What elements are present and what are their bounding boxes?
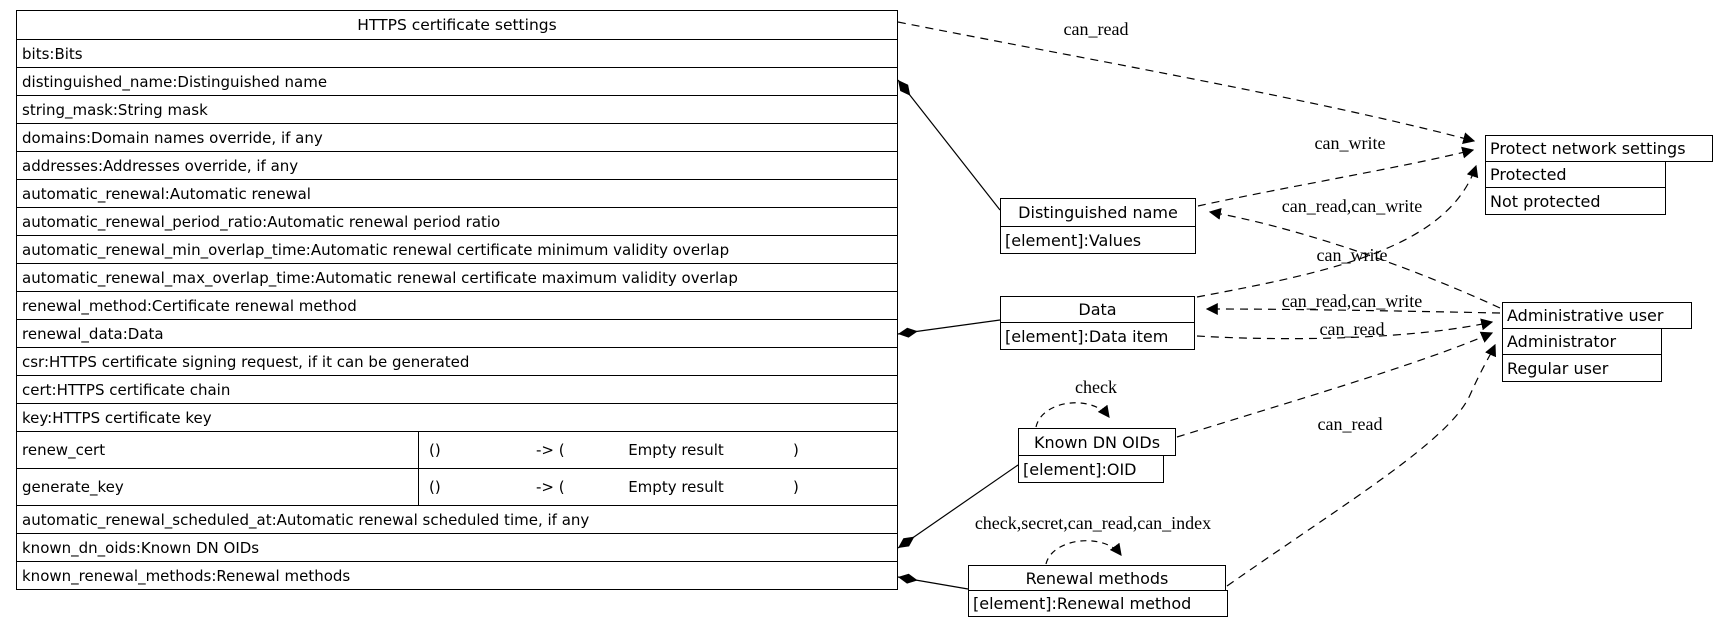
- diamond-distinguished-name: [898, 80, 911, 96]
- node-title: Distinguished name: [1000, 198, 1196, 227]
- field-bits: bits:Bits: [17, 39, 897, 67]
- link-known-dn-oids: [897, 464, 1019, 549]
- field-domains: domains:Domain names override, if any: [17, 123, 897, 151]
- edge-renewal-methods-admin: [1226, 343, 1496, 587]
- node-title: Administrative user: [1502, 302, 1692, 329]
- node-title: Data: [1000, 296, 1195, 323]
- renewal-methods-node: Renewal methods [element]:Renewal method: [968, 565, 1228, 617]
- field-key: key:HTTPS certificate key: [17, 403, 897, 431]
- known-dn-oids-node: Known DN OIDs [element]:OID: [1018, 428, 1176, 483]
- node-element-row: [element]:Data item: [1000, 322, 1195, 350]
- diamond-known-dn-oids: [898, 536, 915, 548]
- node-value-not-protected: Not protected: [1485, 187, 1666, 215]
- administrative-user-node: Administrative user Administrator Regula…: [1502, 302, 1692, 382]
- method-renew-cert: renew_cert () -> ( Empty result ): [17, 431, 897, 468]
- field-addresses: addresses:Addresses override, if any: [17, 151, 897, 179]
- node-element-row: [element]:Values: [1000, 226, 1196, 254]
- edge-table-protect: [897, 21, 1476, 145]
- field-automatic-renewal-period-ratio: automatic_renewal_period_ratio:Automatic…: [17, 207, 897, 235]
- node-element-row: [element]:OID: [1018, 455, 1164, 483]
- field-csr: csr:HTTPS certificate signing request, i…: [17, 347, 897, 375]
- field-automatic-renewal-min-overlap-time: automatic_renewal_min_overlap_time:Autom…: [17, 235, 897, 263]
- data-node: Data [element]:Data item: [1000, 296, 1195, 350]
- method-result: Empty result: [628, 478, 724, 496]
- diamond-known-renewal-methods: [898, 573, 918, 584]
- node-value-protected: Protected: [1485, 161, 1666, 188]
- method-divider: [418, 469, 419, 505]
- edge-admin-dist: [1208, 207, 1501, 309]
- edge-label-can-read-mid: can_read: [1319, 319, 1385, 339]
- edge-dist-protect: [1197, 146, 1475, 207]
- edge-label-can-write-1: can_write: [1314, 133, 1386, 153]
- edge-label-can-read-lower: can_read: [1317, 414, 1383, 434]
- permission-edges: [897, 21, 1501, 587]
- table-title: HTTPS certificate settings: [17, 11, 897, 39]
- node-title: Protect network settings: [1485, 135, 1713, 162]
- distinguished-name-node: Distinguished name [element]:Values: [1000, 198, 1196, 254]
- edge-label-can-read-can-write-2: can_read,can_write: [1281, 291, 1423, 311]
- link-distinguished-name: [897, 79, 1001, 211]
- method-result: Empty result: [628, 441, 724, 459]
- edge-label-can-read-top: can_read: [1063, 19, 1129, 39]
- method-name: renew_cert: [22, 441, 106, 459]
- field-automatic-renewal: automatic_renewal:Automatic renewal: [17, 179, 897, 207]
- field-string-mask: string_mask:String mask: [17, 95, 897, 123]
- edge-label-check: check: [1075, 377, 1117, 397]
- loop-renewal-methods-check: [1045, 540, 1122, 565]
- composition-diamonds: [898, 80, 918, 584]
- edge-label-can-read-can-write-1: can_read,can_write: [1281, 196, 1423, 216]
- field-cert: cert:HTTPS certificate chain: [17, 375, 897, 403]
- method-divider: [418, 432, 419, 468]
- node-value-administrator: Administrator: [1502, 328, 1662, 355]
- https-certificate-settings-table: HTTPS certificate settings bits:Bits dis…: [16, 10, 898, 590]
- self-loops: [1035, 402, 1122, 565]
- method-close-paren: ): [793, 478, 799, 496]
- field-distinguished-name: distinguished_name:Distinguished name: [17, 67, 897, 95]
- method-args: (): [429, 441, 441, 459]
- edge-label-can-write-2: can_write: [1316, 245, 1388, 265]
- method-close-paren: ): [793, 441, 799, 459]
- field-automatic-renewal-scheduled-at: automatic_renewal_scheduled_at:Automatic…: [17, 505, 897, 533]
- field-known-dn-oids: known_dn_oids:Known DN OIDs: [17, 533, 897, 561]
- edge-admin-data: [1205, 303, 1501, 316]
- node-value-regular-user: Regular user: [1502, 354, 1662, 382]
- method-generate-key: generate_key () -> ( Empty result ): [17, 468, 897, 505]
- diamond-renewal-data: [898, 327, 918, 338]
- node-element-row: [element]:Renewal method: [968, 590, 1228, 617]
- edge-data-admin: [1196, 318, 1494, 340]
- loop-known-dn-check: [1035, 402, 1110, 428]
- method-name: generate_key: [22, 478, 124, 496]
- node-title: Renewal methods: [968, 565, 1226, 591]
- protect-network-settings-node: Protect network settings Protected Not p…: [1485, 135, 1713, 215]
- method-arrow: -> (: [536, 441, 565, 459]
- field-automatic-renewal-max-overlap-time: automatic_renewal_max_overlap_time:Autom…: [17, 263, 897, 291]
- field-renewal-method: renewal_method:Certificate renewal metho…: [17, 291, 897, 319]
- method-arrow: -> (: [536, 478, 565, 496]
- field-renewal-data: renewal_data:Data: [17, 319, 897, 347]
- edge-data-protect: [1196, 164, 1479, 298]
- edge-label-check-secret-can-read-can-index: check,secret,can_read,can_index: [974, 513, 1212, 533]
- node-title: Known DN OIDs: [1018, 428, 1176, 456]
- edge-known-dn-admin: [1176, 331, 1494, 438]
- method-args: (): [429, 478, 441, 496]
- field-known-renewal-methods: known_renewal_methods:Renewal methods: [17, 561, 897, 589]
